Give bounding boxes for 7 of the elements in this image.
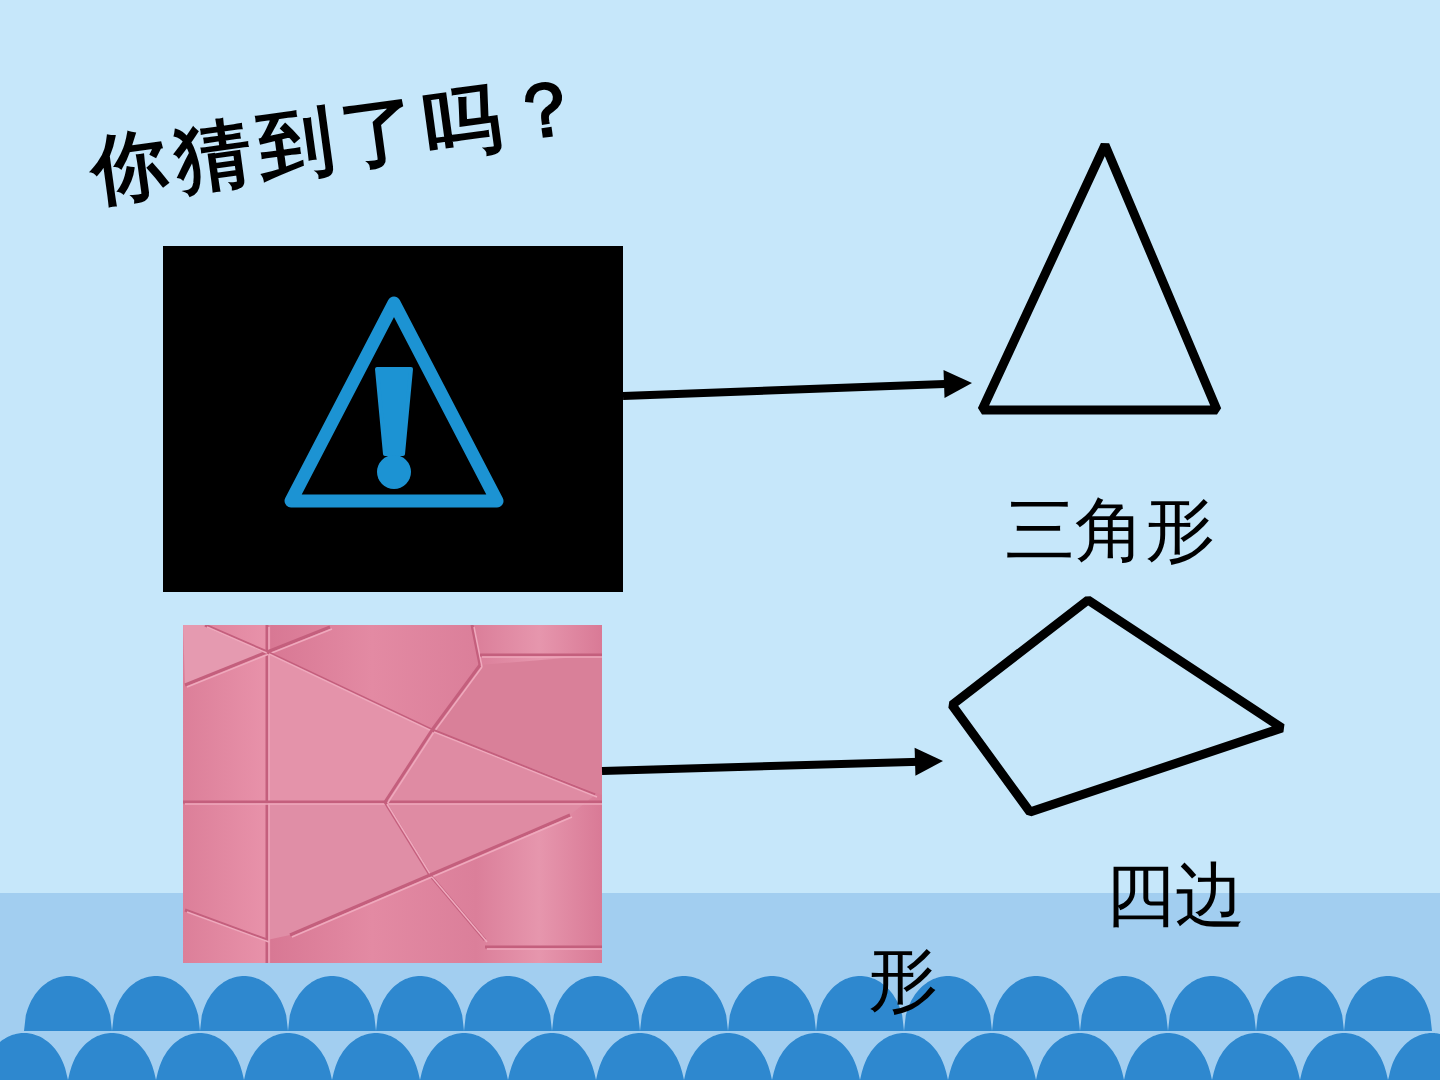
arrow xyxy=(601,747,944,776)
shape-caption: 三角形 xyxy=(1005,488,1215,573)
texture-drawing xyxy=(183,625,602,963)
sign-picture xyxy=(163,246,623,592)
arrow xyxy=(622,370,973,400)
shape-caption: 四边形 xyxy=(868,853,1246,1023)
title: 你猜到了吗？ xyxy=(86,66,597,210)
